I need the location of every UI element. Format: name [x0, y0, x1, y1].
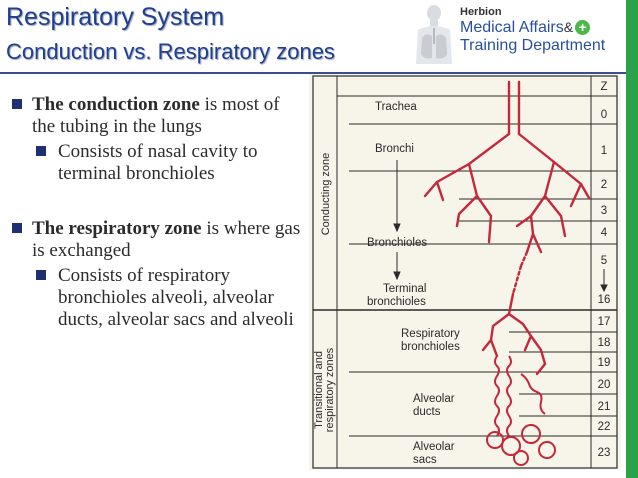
airway-segmental-right	[529, 194, 567, 238]
airway-left-branch	[423, 180, 445, 202]
alveolar-sac-5	[513, 450, 529, 466]
sub-bullet-conduction: Consists of nasal cavity to terminal bro…	[10, 141, 306, 185]
airway-lobar-bronchi	[467, 160, 556, 198]
label-trachea: Trachea	[375, 101, 417, 113]
airway-diagram-svg: Conducting zone Transitional and respira…	[312, 75, 618, 469]
diagram-frame	[312, 75, 618, 469]
green-accent-bar	[626, 0, 638, 478]
label-terminal-2: bronchioles	[367, 296, 426, 308]
airway-respiratory-branches	[481, 334, 547, 366]
bullet-conduction-zone: The conduction zone is most of the tubin…	[10, 94, 306, 138]
logo-line-1: Medical Affairs	[460, 19, 564, 36]
bullet-square-icon	[36, 270, 46, 280]
conducting-zone-label: Conducting zone	[320, 153, 332, 236]
logo-brand-name: Herbion	[460, 6, 502, 18]
z-value-3: 3	[601, 205, 607, 217]
z-value-0: 0	[601, 109, 607, 121]
label-terminal-1: Terminal	[383, 283, 426, 295]
alveolar-sac-3	[521, 424, 541, 444]
z-value-2: 2	[601, 179, 607, 191]
logo-line-2: Training Department	[460, 37, 606, 54]
z-header: Z	[600, 81, 607, 93]
title-divider	[0, 72, 638, 74]
alveolar-sac-1	[486, 431, 504, 449]
label-sacs-2: sacs	[413, 454, 437, 466]
label-ducts-1: Alveolar	[413, 393, 455, 405]
plus-icon: +	[575, 20, 591, 36]
airway-small-branch	[515, 214, 533, 228]
z-value-21: 21	[598, 401, 611, 413]
airway-bronchioles	[525, 232, 543, 254]
alveolar-duct-right	[520, 373, 546, 415]
z-value-22: 22	[598, 421, 611, 433]
sub-bullet-respiratory-text: Consists of respiratory bronchioles alve…	[58, 265, 294, 330]
sub-bullet-conduction-text: Consists of nasal cavity to terminal bro…	[58, 141, 258, 184]
bullet-square-icon	[12, 99, 22, 109]
bullet-square-icon	[36, 146, 46, 156]
airway-dashed-bronchiole	[519, 250, 529, 268]
airway-segmental-left	[455, 194, 493, 244]
sub-bullet-respiratory: Consists of respiratory bronchioles alve…	[10, 265, 306, 331]
z-value-18: 18	[598, 337, 611, 349]
arrow-head-3	[600, 284, 608, 293]
airway-tree	[423, 80, 591, 376]
z-value-23: 23	[598, 447, 611, 459]
label-bronchioles: Bronchioles	[367, 237, 427, 249]
alveolar-sac-2	[501, 436, 521, 456]
bullet-square-icon	[12, 223, 22, 233]
airway-diagram: Conducting zone Transitional and respira…	[309, 74, 621, 470]
bullet-respiratory-bold: The respiratory zone	[32, 218, 202, 239]
label-sacs-1: Alveolar	[413, 441, 455, 453]
slide-subtitle: Conduction vs. Respiratory zones	[6, 39, 335, 64]
bullet-conduction-bold: The conduction zone	[32, 94, 200, 115]
z-value-17: 17	[598, 316, 611, 328]
z-value-1: 1	[601, 145, 607, 157]
airway-dashed-terminal	[511, 264, 523, 296]
label-respiratory-2: bronchioles	[401, 341, 460, 353]
label-respiratory-1: Respiratory	[401, 328, 460, 340]
airway-respiratory-end	[535, 362, 547, 376]
bullet-list: The conduction zone is most of the tubin…	[10, 94, 306, 331]
arrow-head-1	[393, 223, 401, 233]
bullet-conduction-text: is most of the tubing in the lungs	[32, 94, 280, 137]
transitional-label-2: respiratory zones	[324, 347, 336, 432]
z-value-5: 5	[601, 255, 607, 267]
airway-main-bronchi	[435, 132, 583, 186]
alveolar-duct-mid	[506, 355, 512, 437]
lungs-icon	[416, 5, 452, 64]
slide-title: Respiratory System	[6, 3, 225, 31]
airway-right-branch	[569, 182, 591, 208]
z-value-16: 16	[598, 294, 611, 306]
z-value-4: 4	[601, 227, 608, 239]
bullet-respiratory-text: is where gas is exchanged	[32, 218, 301, 261]
alveolar-duct-left	[494, 355, 500, 437]
alveolar-sac-4	[538, 441, 556, 459]
airway-trachea	[507, 80, 521, 136]
herbion-logo: Herbion Medical Affairs&+ Training Depar…	[412, 4, 622, 68]
label-bronchi: Bronchi	[375, 143, 414, 155]
alveoli	[486, 355, 556, 466]
transitional-label-1: Transitional and	[313, 351, 325, 429]
arrow-head-2	[393, 271, 401, 281]
label-ducts-2: ducts	[413, 406, 441, 418]
z-value-20: 20	[598, 379, 611, 391]
logo-ampersand: &	[563, 19, 574, 35]
airway-respiratory-bronchioles	[489, 292, 533, 342]
z-value-19: 19	[598, 357, 611, 369]
bullet-respiratory-zone: The respiratory zone is where gas is exc…	[10, 218, 306, 262]
